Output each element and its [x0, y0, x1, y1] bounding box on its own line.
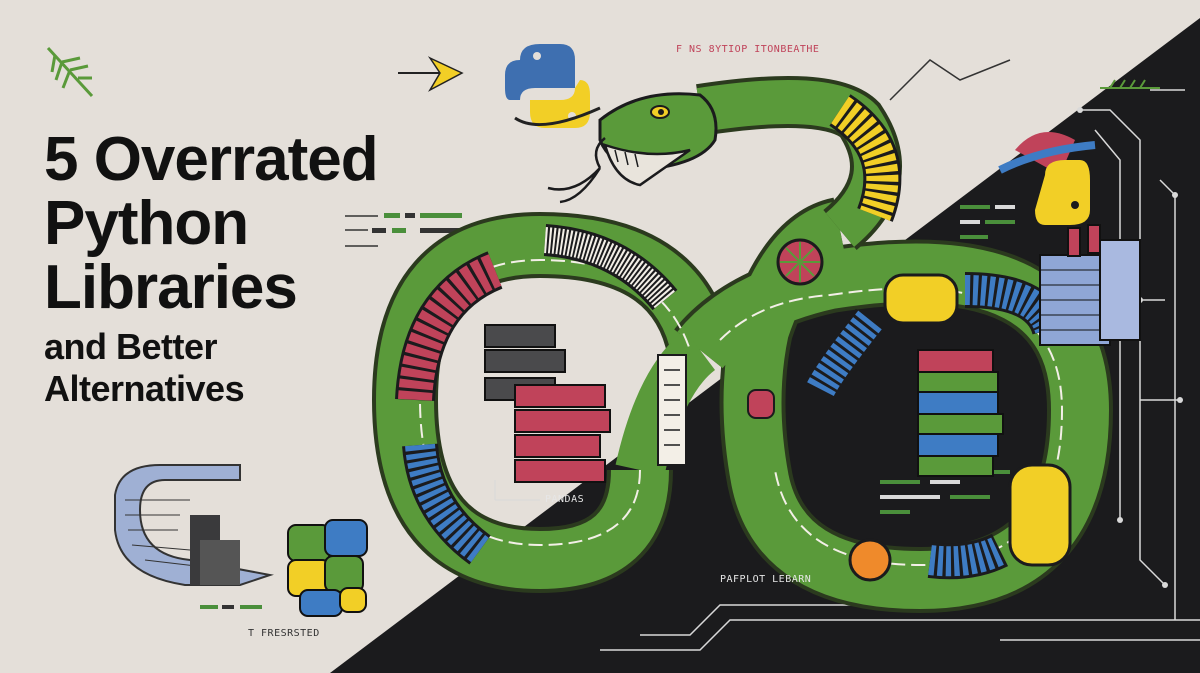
circuit-lines [600, 89, 1200, 651]
red-spring [395, 251, 504, 402]
title-line-3: Libraries [44, 253, 298, 322]
subtitle-line-1: and Better [44, 326, 218, 367]
red-cap [747, 389, 775, 419]
headline: 5 Overrated Python Libraries and Better … [44, 125, 379, 410]
matplotlib-label: PAFPLOT LEBARN [720, 574, 812, 585]
yellow-blocks [883, 273, 1072, 567]
top-caption: F NS 8YTIOP ITONBEATHE [676, 44, 820, 55]
server-block [1039, 224, 1141, 346]
fruit-icon [776, 238, 824, 286]
pandas-stack [484, 324, 611, 501]
code-dashes [200, 605, 262, 609]
pandas-label: PANDAS [545, 494, 585, 505]
ramp-icon [114, 464, 274, 586]
arrow-icon [398, 56, 464, 92]
subtitle-line-2: Alternatives [44, 368, 245, 409]
code-snippet [345, 213, 462, 247]
yellow-spring [828, 94, 902, 222]
code-snippet-right [880, 205, 1015, 514]
leaf-icon-right [1100, 79, 1160, 89]
bottom-left-label: T FRESRSTED [248, 628, 320, 639]
python-logo-icon [505, 44, 601, 128]
title-line-1: 5 Overrated [44, 125, 379, 194]
cube-stack-icon [287, 519, 368, 617]
python-hat-icon [998, 132, 1096, 225]
colored-stack [917, 349, 1004, 477]
blue-spring-left [402, 443, 491, 565]
zigzag-line [889, 59, 1011, 101]
orange-ball [848, 538, 892, 582]
white-rail [543, 224, 687, 466]
leaf-icon [46, 46, 94, 98]
snake-head [547, 92, 718, 204]
title-line-2: Python [44, 189, 249, 258]
